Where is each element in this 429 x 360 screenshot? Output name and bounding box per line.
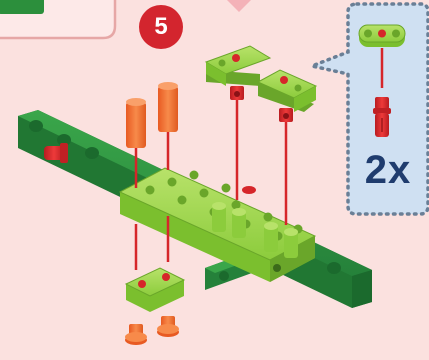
- bottom-lime-beam: [126, 268, 184, 312]
- step-badge: 5: [139, 5, 183, 49]
- quantity-label: 2x: [357, 148, 419, 193]
- orange-bushings: [125, 316, 179, 345]
- top-lime-beams: [206, 46, 316, 122]
- step-number: 5: [154, 13, 167, 41]
- beam-icon: [359, 25, 405, 47]
- connector-arrow: [225, 0, 253, 12]
- orange-axles: [126, 82, 178, 148]
- pin-icon: [373, 97, 391, 137]
- previous-step-box: [0, 0, 115, 38]
